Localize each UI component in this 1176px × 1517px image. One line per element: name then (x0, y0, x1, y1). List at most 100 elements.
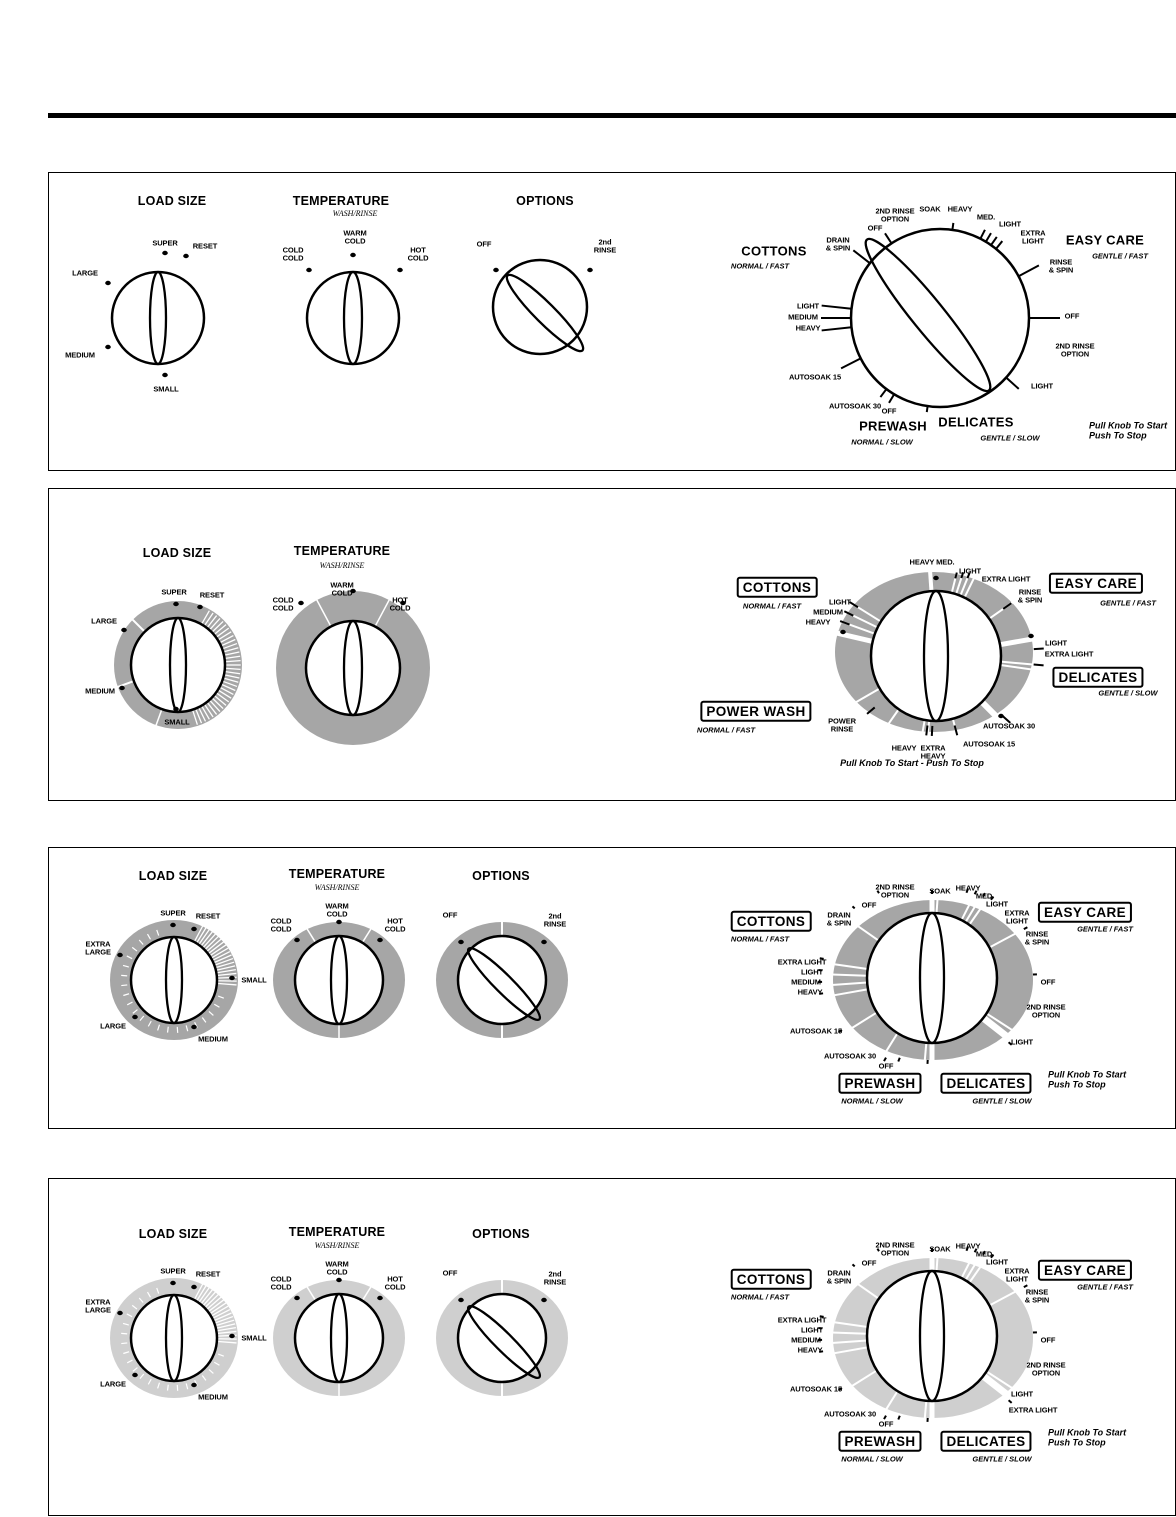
cycle-knob[interactable] (835, 553, 1044, 759)
knob-face[interactable] (293, 1292, 385, 1384)
cycle-setting-label: AUTOSOAK 30 (823, 1051, 877, 1061)
cycle-setting-label: 2ND RINSE OPTION (1026, 1002, 1066, 1019)
knob-pointer-grip[interactable] (164, 935, 184, 1025)
knob-pointer-grip[interactable] (168, 616, 188, 714)
options-knob[interactable] (436, 1268, 568, 1408)
knob-face[interactable] (456, 1292, 548, 1384)
setting-tick (819, 1315, 824, 1318)
ring-separator (843, 1369, 878, 1392)
knob-face[interactable] (865, 911, 999, 1045)
cycle-knob[interactable] (821, 222, 1060, 413)
knob-face[interactable] (129, 616, 227, 714)
ring-separator (828, 973, 868, 977)
knob-face[interactable] (293, 934, 385, 1026)
hatch-mark (193, 924, 205, 943)
temperature-knob[interactable] (276, 588, 430, 745)
knob-face[interactable] (865, 1269, 999, 1403)
cycle-setting-label: LIGHT (1011, 1037, 1033, 1047)
hatch-mark (213, 624, 227, 636)
temperature-knob[interactable] (305, 252, 403, 366)
hatch-mark (224, 667, 241, 671)
setting-tick (982, 1250, 986, 1256)
setting-dot (117, 952, 123, 958)
minor-mark (213, 1003, 220, 1008)
knob-face[interactable] (869, 589, 1003, 723)
knob-pointer-grip[interactable] (855, 230, 1002, 401)
ring-separator (981, 1015, 1017, 1045)
knob-pointer-grip[interactable] (500, 268, 589, 357)
setting-tick (818, 992, 824, 995)
temperature-hot_cold-label: HOT COLD (384, 1274, 406, 1291)
temperature-cold_cold-label: COLD COLD (272, 595, 294, 612)
load-size-knob[interactable] (105, 250, 206, 378)
cycle-setting-label: MEDIUM (791, 1335, 821, 1345)
hatch-mark (215, 1323, 236, 1329)
cycle-setting-label: RINSE & SPIN (1048, 257, 1074, 274)
knob-pointer-grip[interactable] (462, 1300, 545, 1383)
load-size-knob[interactable] (113, 601, 242, 730)
cycle-setting-label: AUTOSOAK 30 (828, 401, 882, 411)
temperature-hot_cold-label: HOT COLD (384, 916, 406, 933)
knob-pointer-grip[interactable] (922, 589, 950, 723)
knob-face[interactable] (456, 934, 548, 1026)
hatch-mark (193, 1282, 205, 1301)
knob-pointer-grip[interactable] (918, 1269, 946, 1403)
knob-pointer-grip[interactable] (462, 942, 545, 1025)
knob-face[interactable] (110, 270, 206, 366)
knob-face[interactable] (849, 227, 1031, 409)
hatch-mark (211, 697, 224, 710)
load-size-knob[interactable] (110, 1278, 238, 1398)
setting-dot (306, 267, 312, 273)
hatch-mark (223, 647, 239, 653)
hatch-mark (215, 965, 236, 971)
cycle-setting-label: OFF (1064, 311, 1080, 321)
cycle-setting-label: EXTRA LIGHT (1004, 908, 1030, 925)
temperature-knob[interactable] (273, 919, 405, 1050)
options-knob[interactable] (436, 910, 568, 1050)
ring-separator (963, 562, 983, 599)
minor-mark (123, 993, 130, 997)
knob-face[interactable] (304, 619, 402, 717)
knob-pointer-grip[interactable] (329, 1292, 349, 1384)
knob-pointer-grip[interactable] (342, 270, 364, 366)
cycle-setting-label: EXTRA LIGHT (1008, 1405, 1058, 1415)
cycle-setting-label: OFF (1040, 1335, 1056, 1345)
cycle-knob[interactable] (818, 1232, 1037, 1440)
load-size-knob[interactable] (110, 920, 238, 1040)
hatch-mark (213, 1312, 232, 1322)
hatch-mark (200, 930, 214, 947)
knob-pointer-grip[interactable] (918, 911, 946, 1045)
cottons-heading: COTTONS (741, 243, 807, 259)
options-knob[interactable] (491, 258, 593, 358)
setting-tick (1033, 663, 1044, 667)
ring-separator (988, 1286, 1025, 1307)
cycle-setting-label: MED. (975, 1249, 995, 1259)
ring-separator (876, 1390, 899, 1425)
temperature-knob[interactable] (273, 1277, 405, 1408)
knob-pointer-grip[interactable] (329, 934, 349, 1026)
setting-tick (1005, 376, 1020, 390)
setting-dot (377, 1295, 383, 1301)
setting-tick (965, 1246, 969, 1252)
load-size-title: LOAD SIZE (138, 868, 208, 883)
knob-pointer-grip[interactable] (342, 619, 364, 717)
hatch-mark (204, 1293, 220, 1309)
cycle-setting-label: HEAVY (955, 883, 981, 893)
knob-face[interactable] (305, 270, 401, 366)
hatch-mark (212, 1308, 231, 1320)
cycle-setting-label: HEAVY (947, 204, 973, 214)
knob-pointer-grip[interactable] (148, 270, 168, 366)
cycle-knob[interactable] (818, 874, 1037, 1082)
knob-face[interactable] (129, 1293, 219, 1383)
knob-face[interactable] (491, 258, 589, 356)
knob-face[interactable] (129, 935, 219, 1025)
setting-tick (951, 222, 955, 231)
setting-tick (876, 1248, 880, 1252)
options-title: OPTIONS (472, 868, 530, 883)
setting-tick (839, 620, 850, 626)
ring-separator (964, 1246, 987, 1281)
easy-care-speed: GENTLE / FAST (1092, 251, 1148, 261)
setting-tick (866, 706, 876, 715)
cycle-setting-label: MEDIUM (813, 607, 843, 617)
knob-pointer-grip[interactable] (164, 1293, 184, 1383)
